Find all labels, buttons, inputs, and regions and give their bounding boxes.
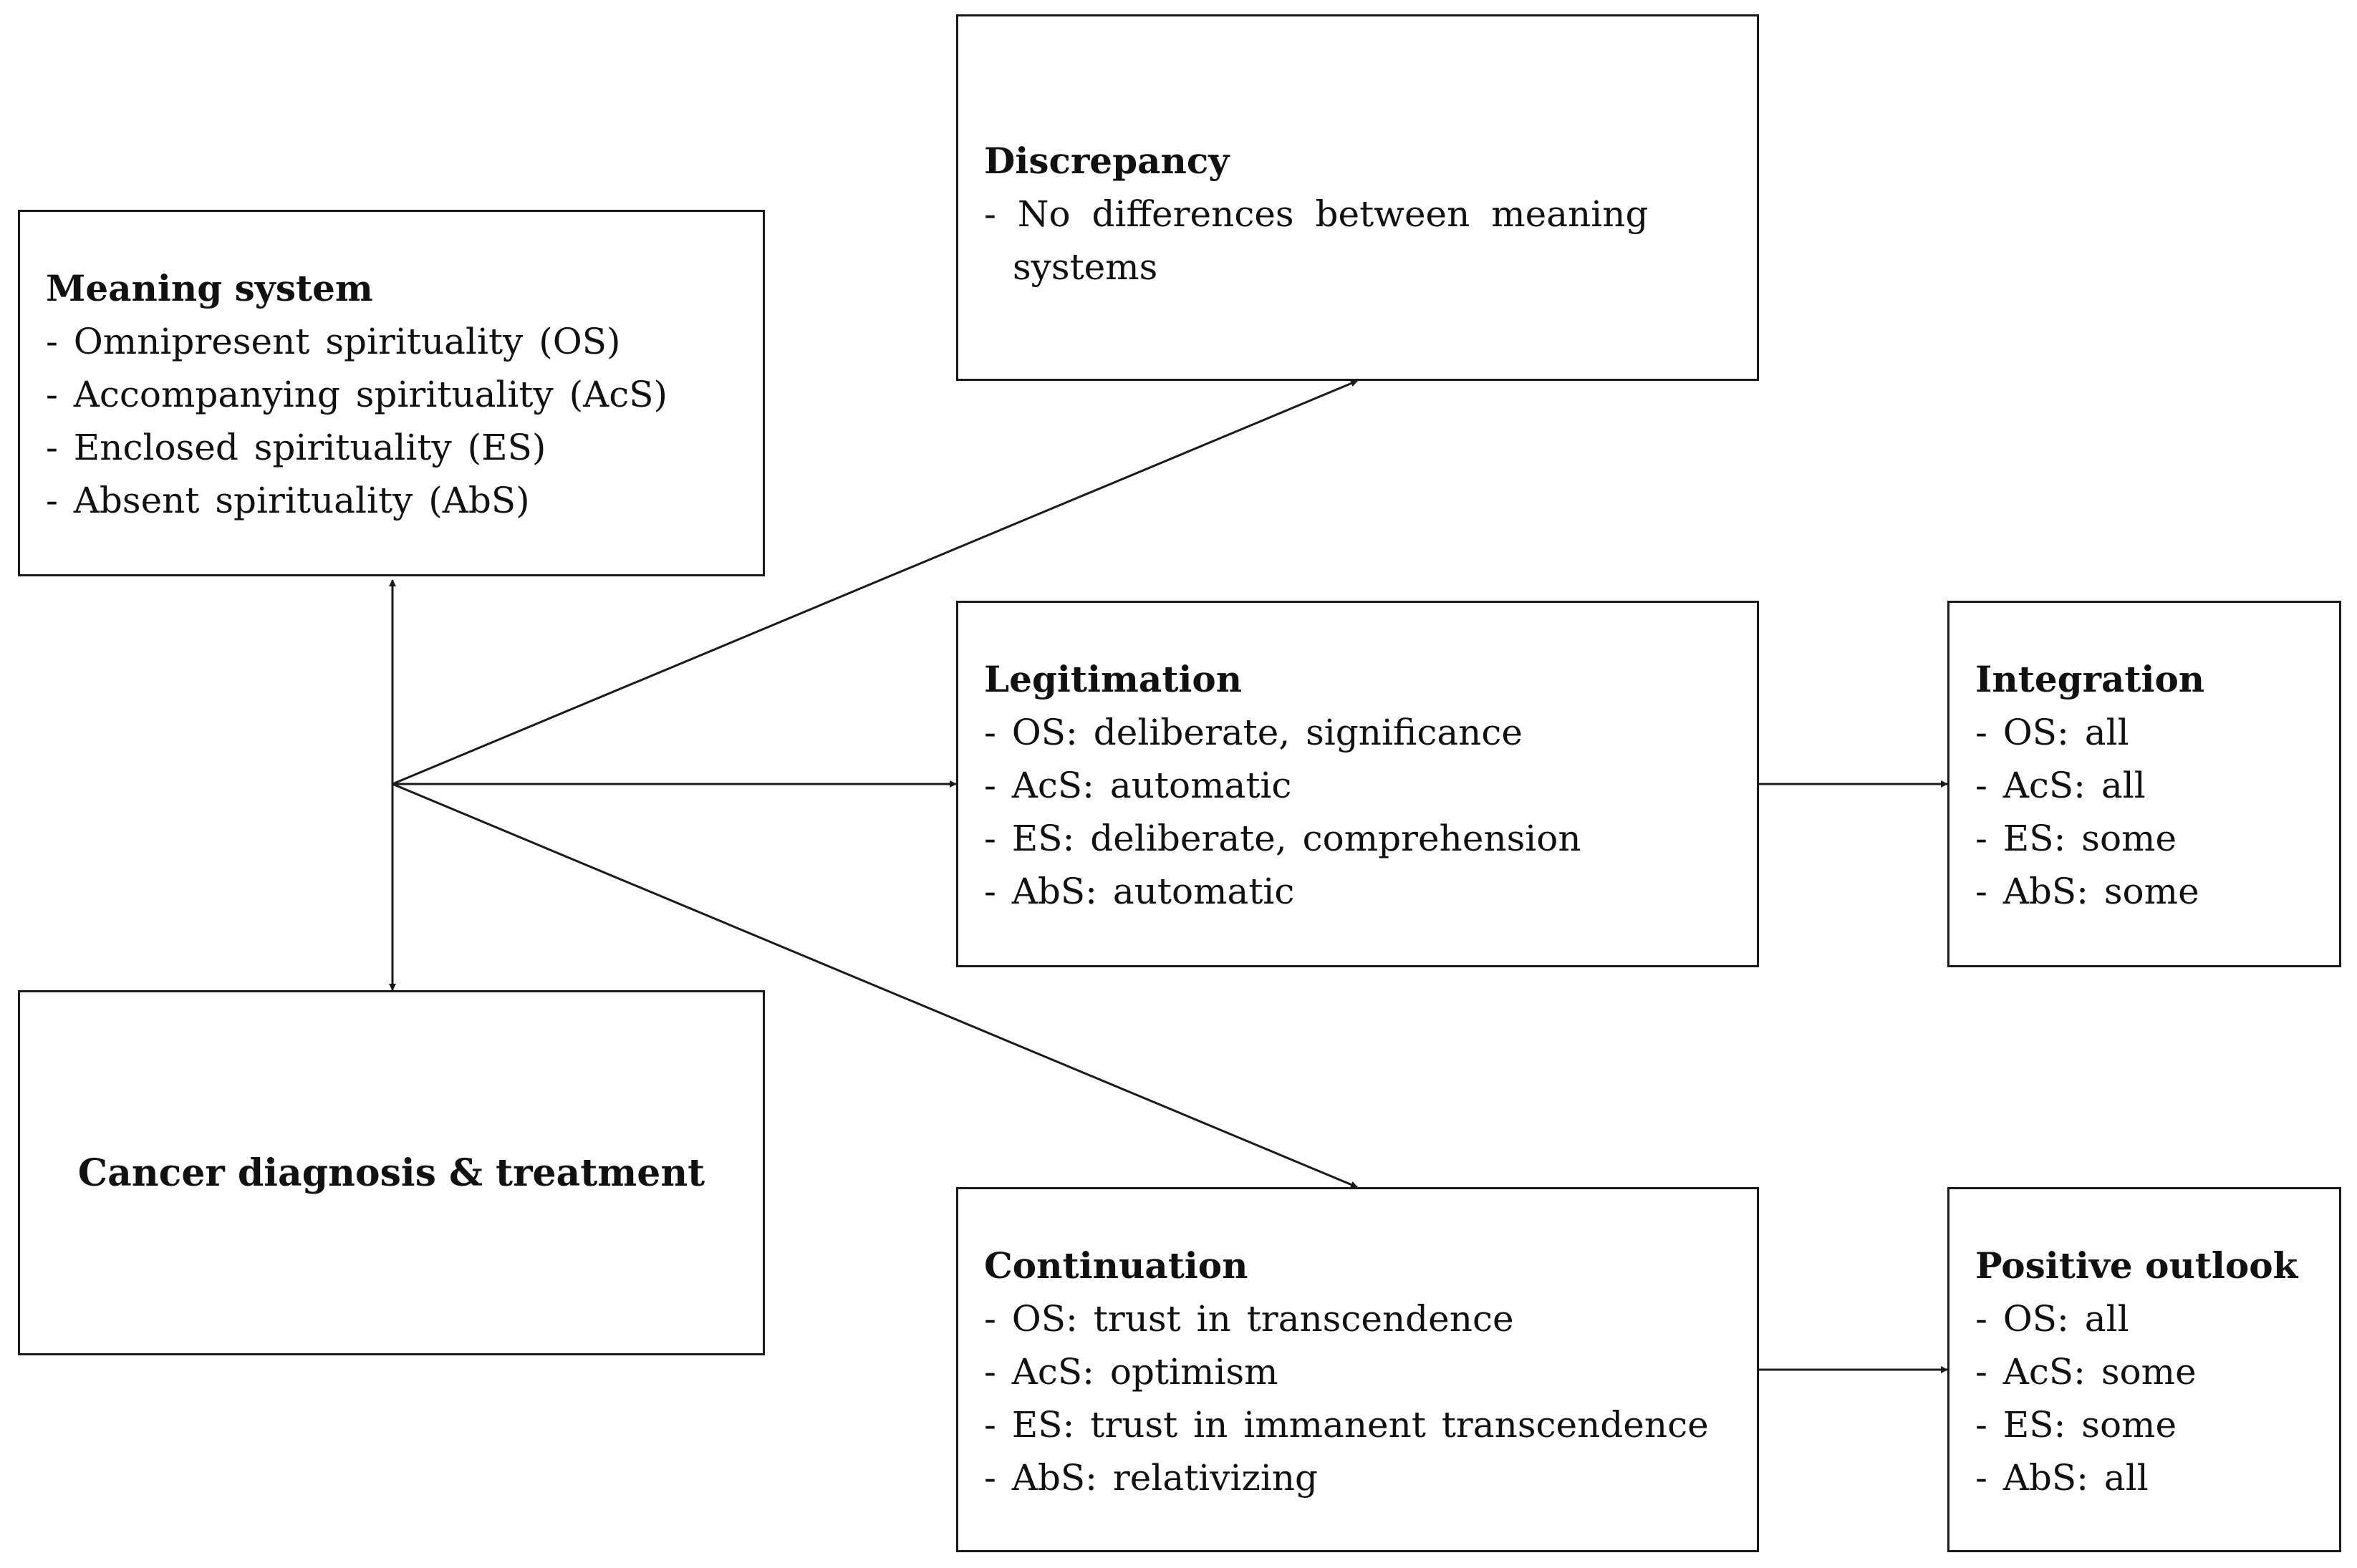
continuation-list: - OS: trust in transcendence - AcS: opti… <box>984 1292 1735 1504</box>
legitimation-list: - OS: deliberate, significance - AcS: au… <box>984 706 1735 918</box>
arrow-hub-to-discrepancy <box>392 379 1358 785</box>
meaning-system-item-es: - Enclosed spirituality (ES) <box>46 427 546 468</box>
discrepancy-item-no-differences: - No differences between meaning systems <box>984 193 1649 288</box>
legitimation-box: Legitimation - OS: deliberate, significa… <box>956 601 1759 967</box>
meaning-system-item-abs: - Absent spirituality (AbS) <box>46 480 530 521</box>
integration-item-abs: - AbS: some <box>1975 871 2199 912</box>
cancer-diagnosis-title: Cancer diagnosis & treatment <box>77 1151 705 1195</box>
legitimation-item-es: - ES: deliberate, comprehension <box>984 818 1581 859</box>
positive-outlook-item-abs: - AbS: all <box>1975 1457 2149 1499</box>
meaning-system-list: - Omnipresent spirituality (OS) - Accomp… <box>46 315 741 527</box>
integration-item-os: - OS: all <box>1975 712 2129 753</box>
meaning-system-item-os: - Omnipresent spirituality (OS) <box>46 321 621 362</box>
continuation-title: Continuation <box>984 1244 1248 1287</box>
integration-item-es: - ES: some <box>1975 818 2177 859</box>
integration-title: Integration <box>1975 658 2205 700</box>
integration-item-acs: - AcS: all <box>1975 765 2146 806</box>
positive-outlook-item-acs: - AcS: some <box>1975 1351 2197 1393</box>
discrepancy-list: - No differences between meaning systems <box>984 188 1671 294</box>
legitimation-item-os: - OS: deliberate, significance <box>984 712 1523 753</box>
continuation-item-acs: - AcS: optimism <box>984 1351 1278 1393</box>
arrow-hub-to-continuation <box>392 783 1358 1189</box>
discrepancy-title: Discrepancy <box>984 140 1230 182</box>
positive-outlook-list: - OS: all - AcS: some - ES: some - AbS: … <box>1975 1292 2318 1504</box>
meaning-system-item-acs: - Accompanying spirituality (AcS) <box>46 374 668 415</box>
positive-outlook-item-es: - ES: some <box>1975 1404 2177 1446</box>
continuation-item-es: - ES: trust in immanent transcendence <box>984 1404 1709 1446</box>
legitimation-item-abs: - AbS: automatic <box>984 871 1295 912</box>
continuation-item-abs: - AbS: relativizing <box>984 1457 1319 1499</box>
discrepancy-box: Discrepancy - No differences between mea… <box>956 14 1759 381</box>
meaning-system-title: Meaning system <box>46 267 373 309</box>
positive-outlook-box: Positive outlook - OS: all - AcS: some -… <box>1947 1187 2341 1552</box>
continuation-item-os: - OS: trust in transcendence <box>984 1298 1514 1340</box>
positive-outlook-item-os: - OS: all <box>1975 1298 2129 1340</box>
legitimation-item-acs: - AcS: automatic <box>984 765 1292 806</box>
meaning-system-box: Meaning system - Omnipresent spiritualit… <box>18 210 765 576</box>
positive-outlook-title: Positive outlook <box>1975 1244 2298 1287</box>
legitimation-title: Legitimation <box>984 658 1243 700</box>
integration-list: - OS: all - AcS: all - ES: some - AbS: s… <box>1975 706 2318 918</box>
integration-box: Integration - OS: all - AcS: all - ES: s… <box>1947 601 2341 967</box>
continuation-box: Continuation - OS: trust in transcendenc… <box>956 1187 1759 1552</box>
cancer-diagnosis-box: Cancer diagnosis & treatment <box>18 990 765 1355</box>
